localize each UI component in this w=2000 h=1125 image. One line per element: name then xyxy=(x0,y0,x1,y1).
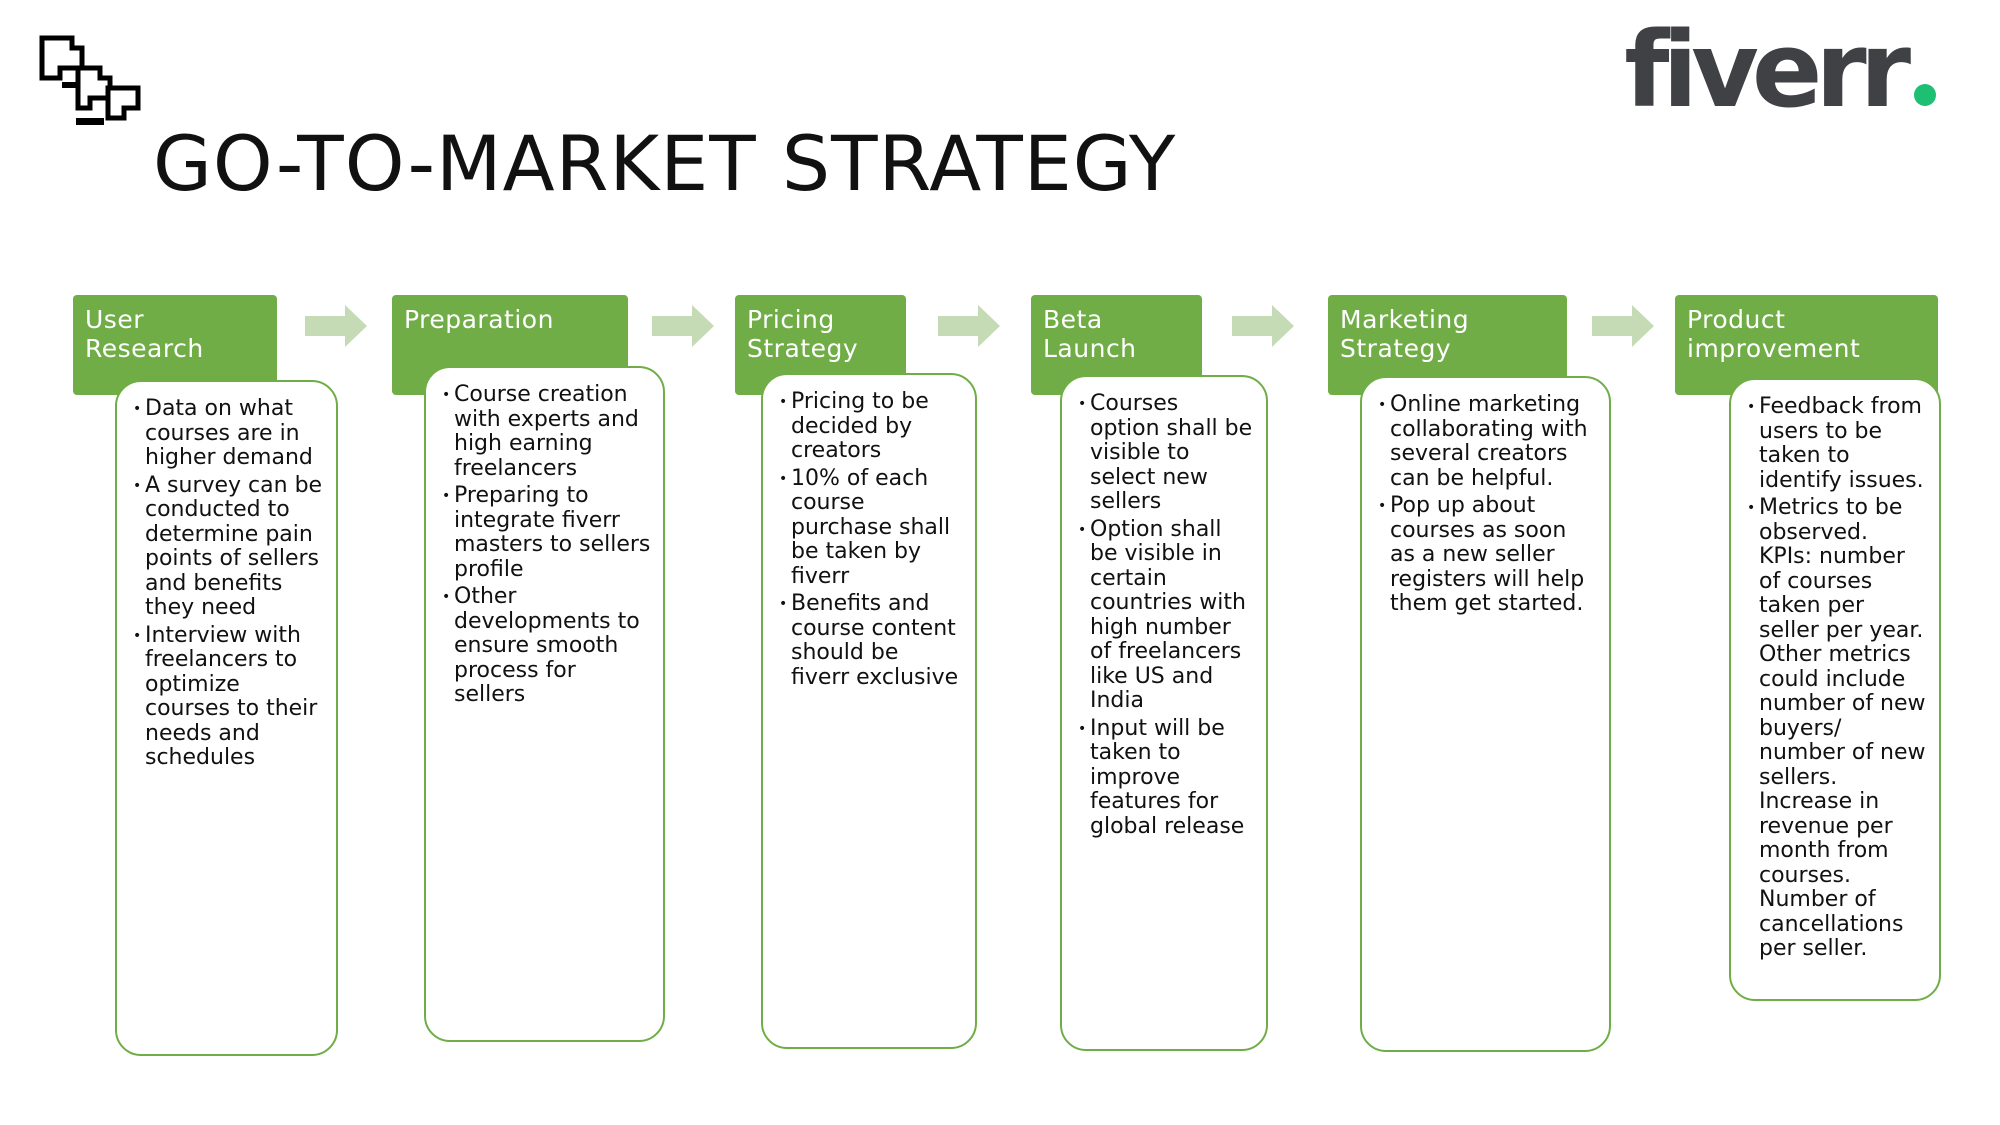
bullet-list: Online marketing collaborating with seve… xyxy=(1378,392,1597,617)
stage-box-user-research: Data on what courses are in higher deman… xyxy=(115,380,338,1056)
fiverr-logo: fiverr xyxy=(1624,18,1936,122)
bullet-item: Course creation with experts and high ea… xyxy=(442,382,651,481)
flow-arrow-icon xyxy=(652,305,714,347)
bullet-item: A survey can be conducted to determine p… xyxy=(133,473,324,621)
bullet-item: Metrics to be observed. KPIs: number of … xyxy=(1747,495,1927,962)
flow-arrow-icon xyxy=(305,305,367,347)
fiverr-logo-text: fiverr xyxy=(1624,9,1911,131)
stage-header-user-research: User Research xyxy=(73,295,277,395)
bullet-item: Courses option shall be visible to selec… xyxy=(1078,391,1254,515)
bullet-list: Course creation with experts and high ea… xyxy=(442,382,651,708)
flow-arrow-icon xyxy=(1592,305,1654,347)
bullet-item: 10% of each course purchase shall be tak… xyxy=(779,466,963,590)
bullet-item: Preparing to integrate fiverr masters to… xyxy=(442,483,651,582)
stage-box-preparation: Course creation with experts and high ea… xyxy=(424,366,665,1042)
flow-arrow-icon xyxy=(1232,305,1294,347)
flow-arrow-icon xyxy=(938,305,1000,347)
bullet-item: Option shall be visible in certain count… xyxy=(1078,517,1254,714)
page-title: GO-TO-MARKET STRATEGY xyxy=(153,119,1177,208)
bullet-item: Pop up about courses as soon as a new se… xyxy=(1378,493,1597,617)
bullet-list: Courses option shall be visible to selec… xyxy=(1078,391,1254,840)
bullet-list: Data on what courses are in higher deman… xyxy=(133,396,324,771)
bullet-item: Other developments to ensure smooth proc… xyxy=(442,584,651,708)
stage-box-marketing-strategy: Online marketing collaborating with seve… xyxy=(1360,376,1611,1052)
bullet-list: Pricing to be decided by creators 10% of… xyxy=(779,389,963,690)
bullet-item: Pricing to be decided by creators xyxy=(779,389,963,464)
stage-box-pricing-strategy: Pricing to be decided by creators 10% of… xyxy=(761,373,977,1049)
stage-box-product-improvement: Feedback from users to be taken to ident… xyxy=(1729,378,1941,1001)
brand-mark-icon xyxy=(38,34,148,129)
bullet-list: Feedback from users to be taken to ident… xyxy=(1747,394,1927,962)
bullet-item: Data on what courses are in higher deman… xyxy=(133,396,324,471)
stage-box-beta-launch: Courses option shall be visible to selec… xyxy=(1060,375,1268,1051)
bullet-item: Online marketing collaborating with seve… xyxy=(1378,392,1597,491)
bullet-item: Interview with freelancers to optimize c… xyxy=(133,623,324,771)
bullet-item: Input will be taken to improve features … xyxy=(1078,716,1254,840)
bullet-item: Benefits and course content should be fi… xyxy=(779,591,963,690)
fiverr-logo-dot xyxy=(1914,84,1936,106)
bullet-item: Feedback from users to be taken to ident… xyxy=(1747,394,1927,493)
